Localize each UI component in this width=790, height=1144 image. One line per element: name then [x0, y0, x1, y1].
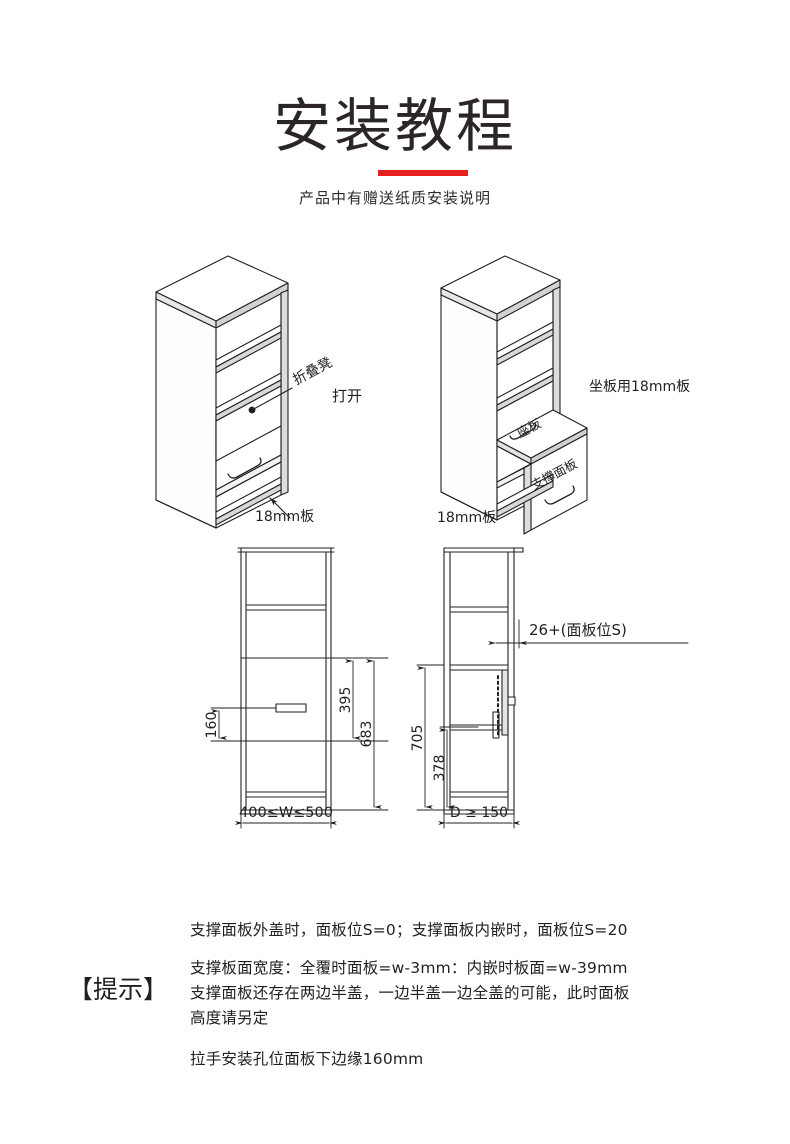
tips-section: 【提示】 支撑面板外盖时，面板位S=0；支撑面板内嵌时，面板位S=20 支撑板面… — [68, 918, 768, 1078]
tip-line-2: 支撑板面宽度：全覆时面板=w-3mm：内嵌时板面=w-39mm — [190, 959, 628, 977]
dim-upper-height: 705 — [410, 725, 426, 752]
iso-cabinet-open — [440, 255, 588, 535]
page-title: 安装教程 — [272, 92, 517, 160]
tip-line-1: 支撑面板外盖时，面板位S=0；支撑面板内嵌时，面板位S=20 — [190, 921, 628, 939]
tip-line-3: 支撑面板还存在两边半盖，一边半盖一边全盖的可能，此时面板 — [190, 984, 630, 1002]
tips-label: 【提示】 — [68, 975, 169, 1004]
tips-text-column: 支撑面板外盖时，面板位S=0；支撑面板内嵌时，面板位S=20 支撑板面宽度：全覆… — [190, 918, 770, 1072]
leader-stool — [248, 387, 293, 414]
label-seat-board: 座板 — [514, 415, 544, 440]
page-subtitle: 产品中有赠送纸质安装说明 — [298, 189, 491, 207]
dim-door-height: 395 — [338, 687, 354, 714]
dim-lower-height: 378 — [432, 755, 448, 782]
dim-handle-height: 160 — [204, 712, 220, 739]
side-view-drawing — [443, 547, 524, 815]
side-view-dimensions — [416, 599, 689, 829]
dim-width-range: 400≤W≤500 — [239, 805, 333, 821]
dim-depth-range: D ≥ 150 — [450, 805, 508, 821]
dim-panel-offset: 26+(面板位S) — [529, 621, 627, 639]
front-view-drawing — [237, 547, 335, 815]
label-support-panel: 支撑面板 — [528, 456, 580, 493]
iso-cabinet-closed — [155, 255, 289, 529]
label-seat-material: 坐板用18mm板 — [589, 379, 690, 395]
tip-line-4: 高度请另定 — [190, 1009, 269, 1027]
leader-18mm-left — [269, 497, 291, 519]
label-18mm-left: 18mm板 — [255, 509, 314, 525]
dim-total-height: 683 — [359, 721, 375, 748]
label-open: 打开 — [332, 387, 362, 405]
label-18mm-right: 18mm板 — [437, 510, 496, 526]
tip-line-5: 拉手安装孔位面板下边缘160mm — [190, 1050, 424, 1068]
title-underline-rule — [378, 170, 468, 176]
front-view-dimensions — [210, 657, 389, 829]
label-folding-stool: 折叠凳 — [290, 355, 335, 389]
